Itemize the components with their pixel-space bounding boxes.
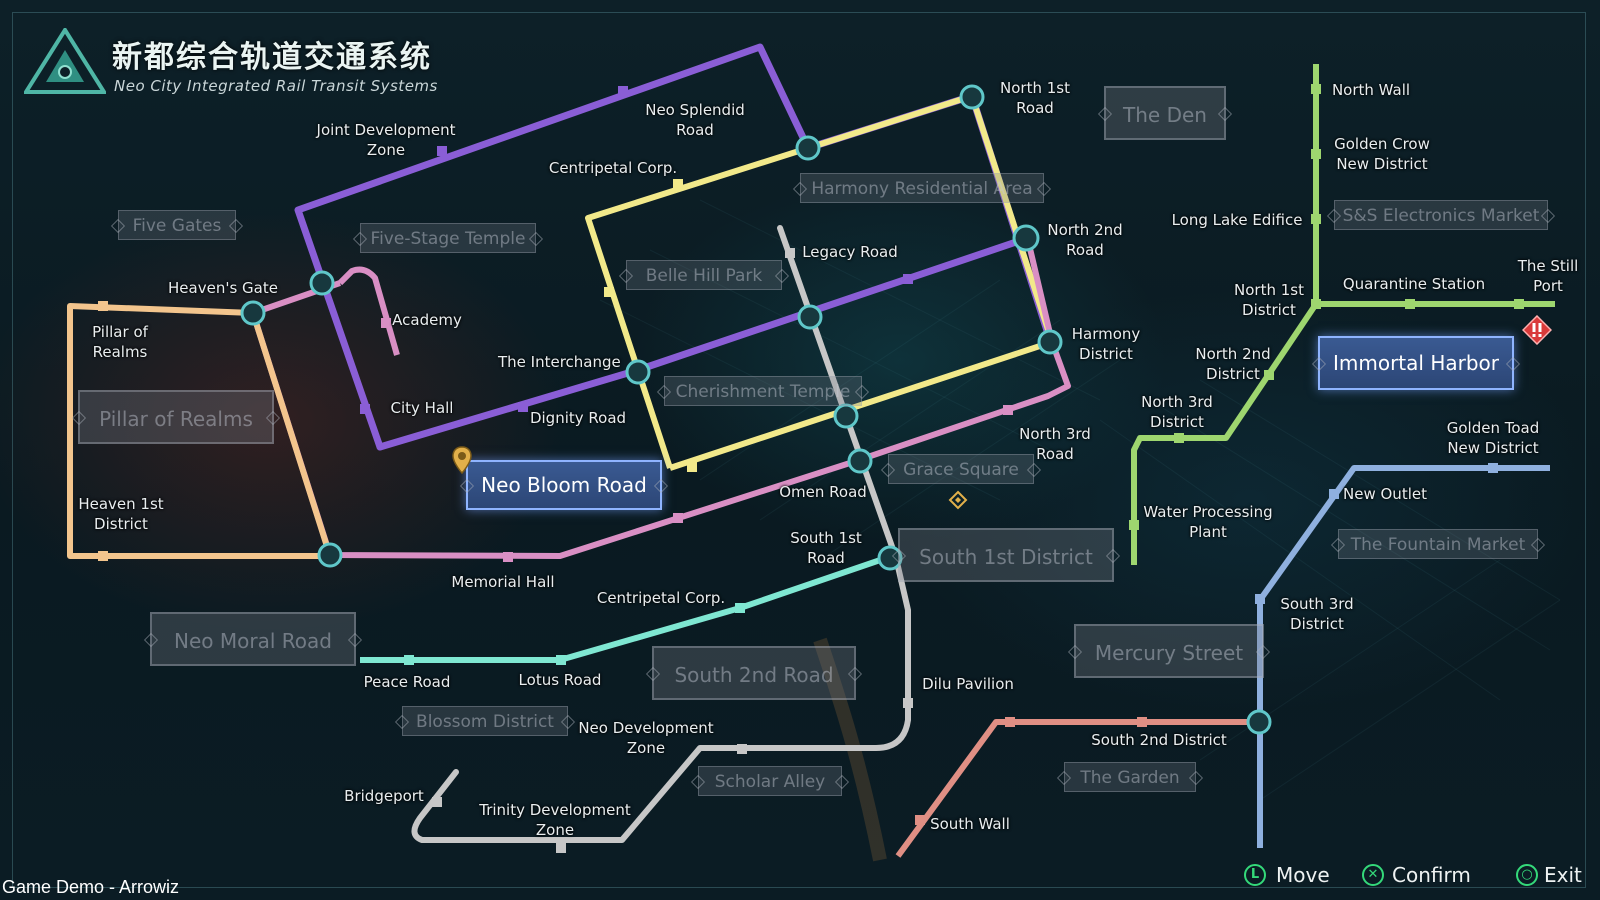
station-south-3rd-district[interactable]: South 3rd District	[1280, 595, 1354, 633]
station-long-lake-edifice[interactable]: Long Lake Edifice	[1171, 211, 1303, 229]
district-blossom-district[interactable]: Blossom District	[402, 706, 568, 736]
district-harmony-residential-area[interactable]: Harmony Residential Area	[800, 173, 1044, 203]
station-the-still-port[interactable]: The Still Port	[1517, 257, 1579, 295]
control-move-label[interactable]: Move	[1276, 863, 1330, 887]
station-north-1st-district[interactable]: North 1st District	[1234, 281, 1304, 319]
station-trinity-development-zone[interactable]: Trinity Development Zone	[479, 801, 631, 839]
station-lotus-road[interactable]: Lotus Road	[518, 671, 602, 689]
station-joint-development-zone[interactable]: Joint Development Zone	[316, 121, 456, 159]
station-peace-road[interactable]: Peace Road	[363, 673, 451, 691]
station-water-processing-plant[interactable]: Water Processing Plant	[1143, 503, 1273, 541]
district-belle-hill-park[interactable]: Belle Hill Park	[626, 260, 782, 290]
station-quarantine-station[interactable]: Quarantine Station	[1342, 275, 1486, 293]
station-north-3rd-district[interactable]: North 3rd District	[1141, 393, 1213, 431]
district-neo-moral-road[interactable]: Neo Moral Road	[150, 612, 356, 666]
gray-line	[411, 225, 911, 843]
district-immortal-harbor[interactable]: Immortal Harbor	[1318, 336, 1514, 390]
district-five-gates[interactable]: Five Gates	[118, 210, 236, 240]
left-stick-icon: L	[1244, 864, 1266, 886]
district-cherishment-temple[interactable]: Cherishment Temple	[664, 376, 862, 406]
neo-city-logo-icon	[24, 28, 106, 94]
control-confirm-label[interactable]: Confirm	[1392, 863, 1471, 887]
blue-line	[1257, 465, 1550, 848]
station-south-1st-road[interactable]: South 1st Road	[790, 529, 862, 567]
district-south-2nd-road[interactable]: South 2nd Road	[652, 646, 856, 700]
station-south-2nd-district[interactable]: South 2nd District	[1091, 731, 1227, 749]
station-legacy-road[interactable]: Legacy Road	[802, 243, 898, 261]
interchange-stations	[240, 84, 1272, 735]
circle-button-icon: ○	[1516, 864, 1538, 886]
station-north-1st-road[interactable]: North 1st Road	[1000, 79, 1070, 117]
salmon-line	[895, 719, 1260, 858]
station-north-2nd-road[interactable]: North 2nd Road	[1047, 221, 1123, 259]
station-dilu-pavilion[interactable]: Dilu Pavilion	[922, 675, 1014, 693]
district-grace-square[interactable]: Grace Square	[888, 454, 1034, 484]
district-neo-bloom-road[interactable]: Neo Bloom Road	[466, 460, 662, 510]
alert-warning-icon	[1522, 315, 1552, 345]
station-dots	[98, 84, 1524, 853]
station-new-outlet[interactable]: New Outlet	[1343, 485, 1427, 503]
station-centripetal-corp-north[interactable]: Centripetal Corp.	[548, 159, 678, 177]
station-heavens-gate[interactable]: Heaven's Gate	[168, 279, 278, 297]
teal-line	[360, 553, 893, 663]
map-frame	[12, 12, 1586, 888]
district-ss-electronics-market[interactable]: S&S Electronics Market	[1334, 200, 1548, 230]
station-bridgeport[interactable]: Bridgeport	[344, 787, 424, 805]
station-north-wall[interactable]: North Wall	[1331, 81, 1411, 99]
station-golden-toad-new-district[interactable]: Golden Toad New District	[1446, 419, 1540, 457]
location-pin-icon	[452, 446, 472, 475]
district-the-den[interactable]: The Den	[1104, 86, 1226, 140]
station-south-wall[interactable]: South Wall	[930, 815, 1010, 833]
station-pillar-of-realms[interactable]: Pillar of Realms	[92, 323, 148, 361]
district-the-fountain-market[interactable]: The Fountain Market	[1338, 529, 1538, 559]
district-five-stage-temple[interactable]: Five-Stage Temple	[360, 223, 536, 253]
station-neo-development-zone[interactable]: Neo Development Zone	[578, 719, 714, 757]
station-north-2nd-district[interactable]: North 2nd District	[1195, 345, 1271, 383]
demo-watermark: Game Demo - Arrowiz	[2, 877, 180, 897]
orange-line	[67, 303, 333, 559]
map-title-english: Neo City Integrated Rail Transit Systems	[114, 77, 438, 95]
station-neo-splendid-road[interactable]: Neo Splendid Road	[645, 101, 745, 139]
station-memorial-hall[interactable]: Memorial Hall	[451, 573, 555, 591]
station-harmony-district[interactable]: Harmony District	[1071, 325, 1141, 363]
station-omen-road[interactable]: Omen Road	[779, 483, 867, 501]
station-dignity-road[interactable]: Dignity Road	[529, 409, 627, 427]
station-north-3rd-road[interactable]: North 3rd Road	[1019, 425, 1091, 463]
station-golden-crow-new-district[interactable]: Golden Crow New District	[1334, 135, 1430, 173]
district-the-garden[interactable]: The Garden	[1064, 762, 1196, 792]
station-academy[interactable]: Academy	[392, 311, 462, 329]
station-heaven-1st-district[interactable]: Heaven 1st District	[78, 495, 164, 533]
district-pillar-of-realms[interactable]: Pillar of Realms	[78, 390, 274, 444]
district-mercury-street[interactable]: Mercury Street	[1074, 624, 1264, 678]
district-scholar-alley[interactable]: Scholar Alley	[698, 766, 842, 796]
district-south-1st-district[interactable]: South 1st District	[898, 528, 1114, 582]
control-exit-label[interactable]: Exit	[1544, 863, 1582, 887]
cross-button-icon: ✕	[1362, 864, 1384, 886]
station-city-hall[interactable]: City Hall	[390, 399, 454, 417]
quest-marker-icon	[948, 490, 968, 510]
station-the-interchange[interactable]: The Interchange	[498, 353, 621, 371]
station-centripetal-corp-south[interactable]: Centripetal Corp.	[596, 589, 726, 607]
map-title-chinese: 新都综合轨道交通系统	[112, 40, 432, 75]
